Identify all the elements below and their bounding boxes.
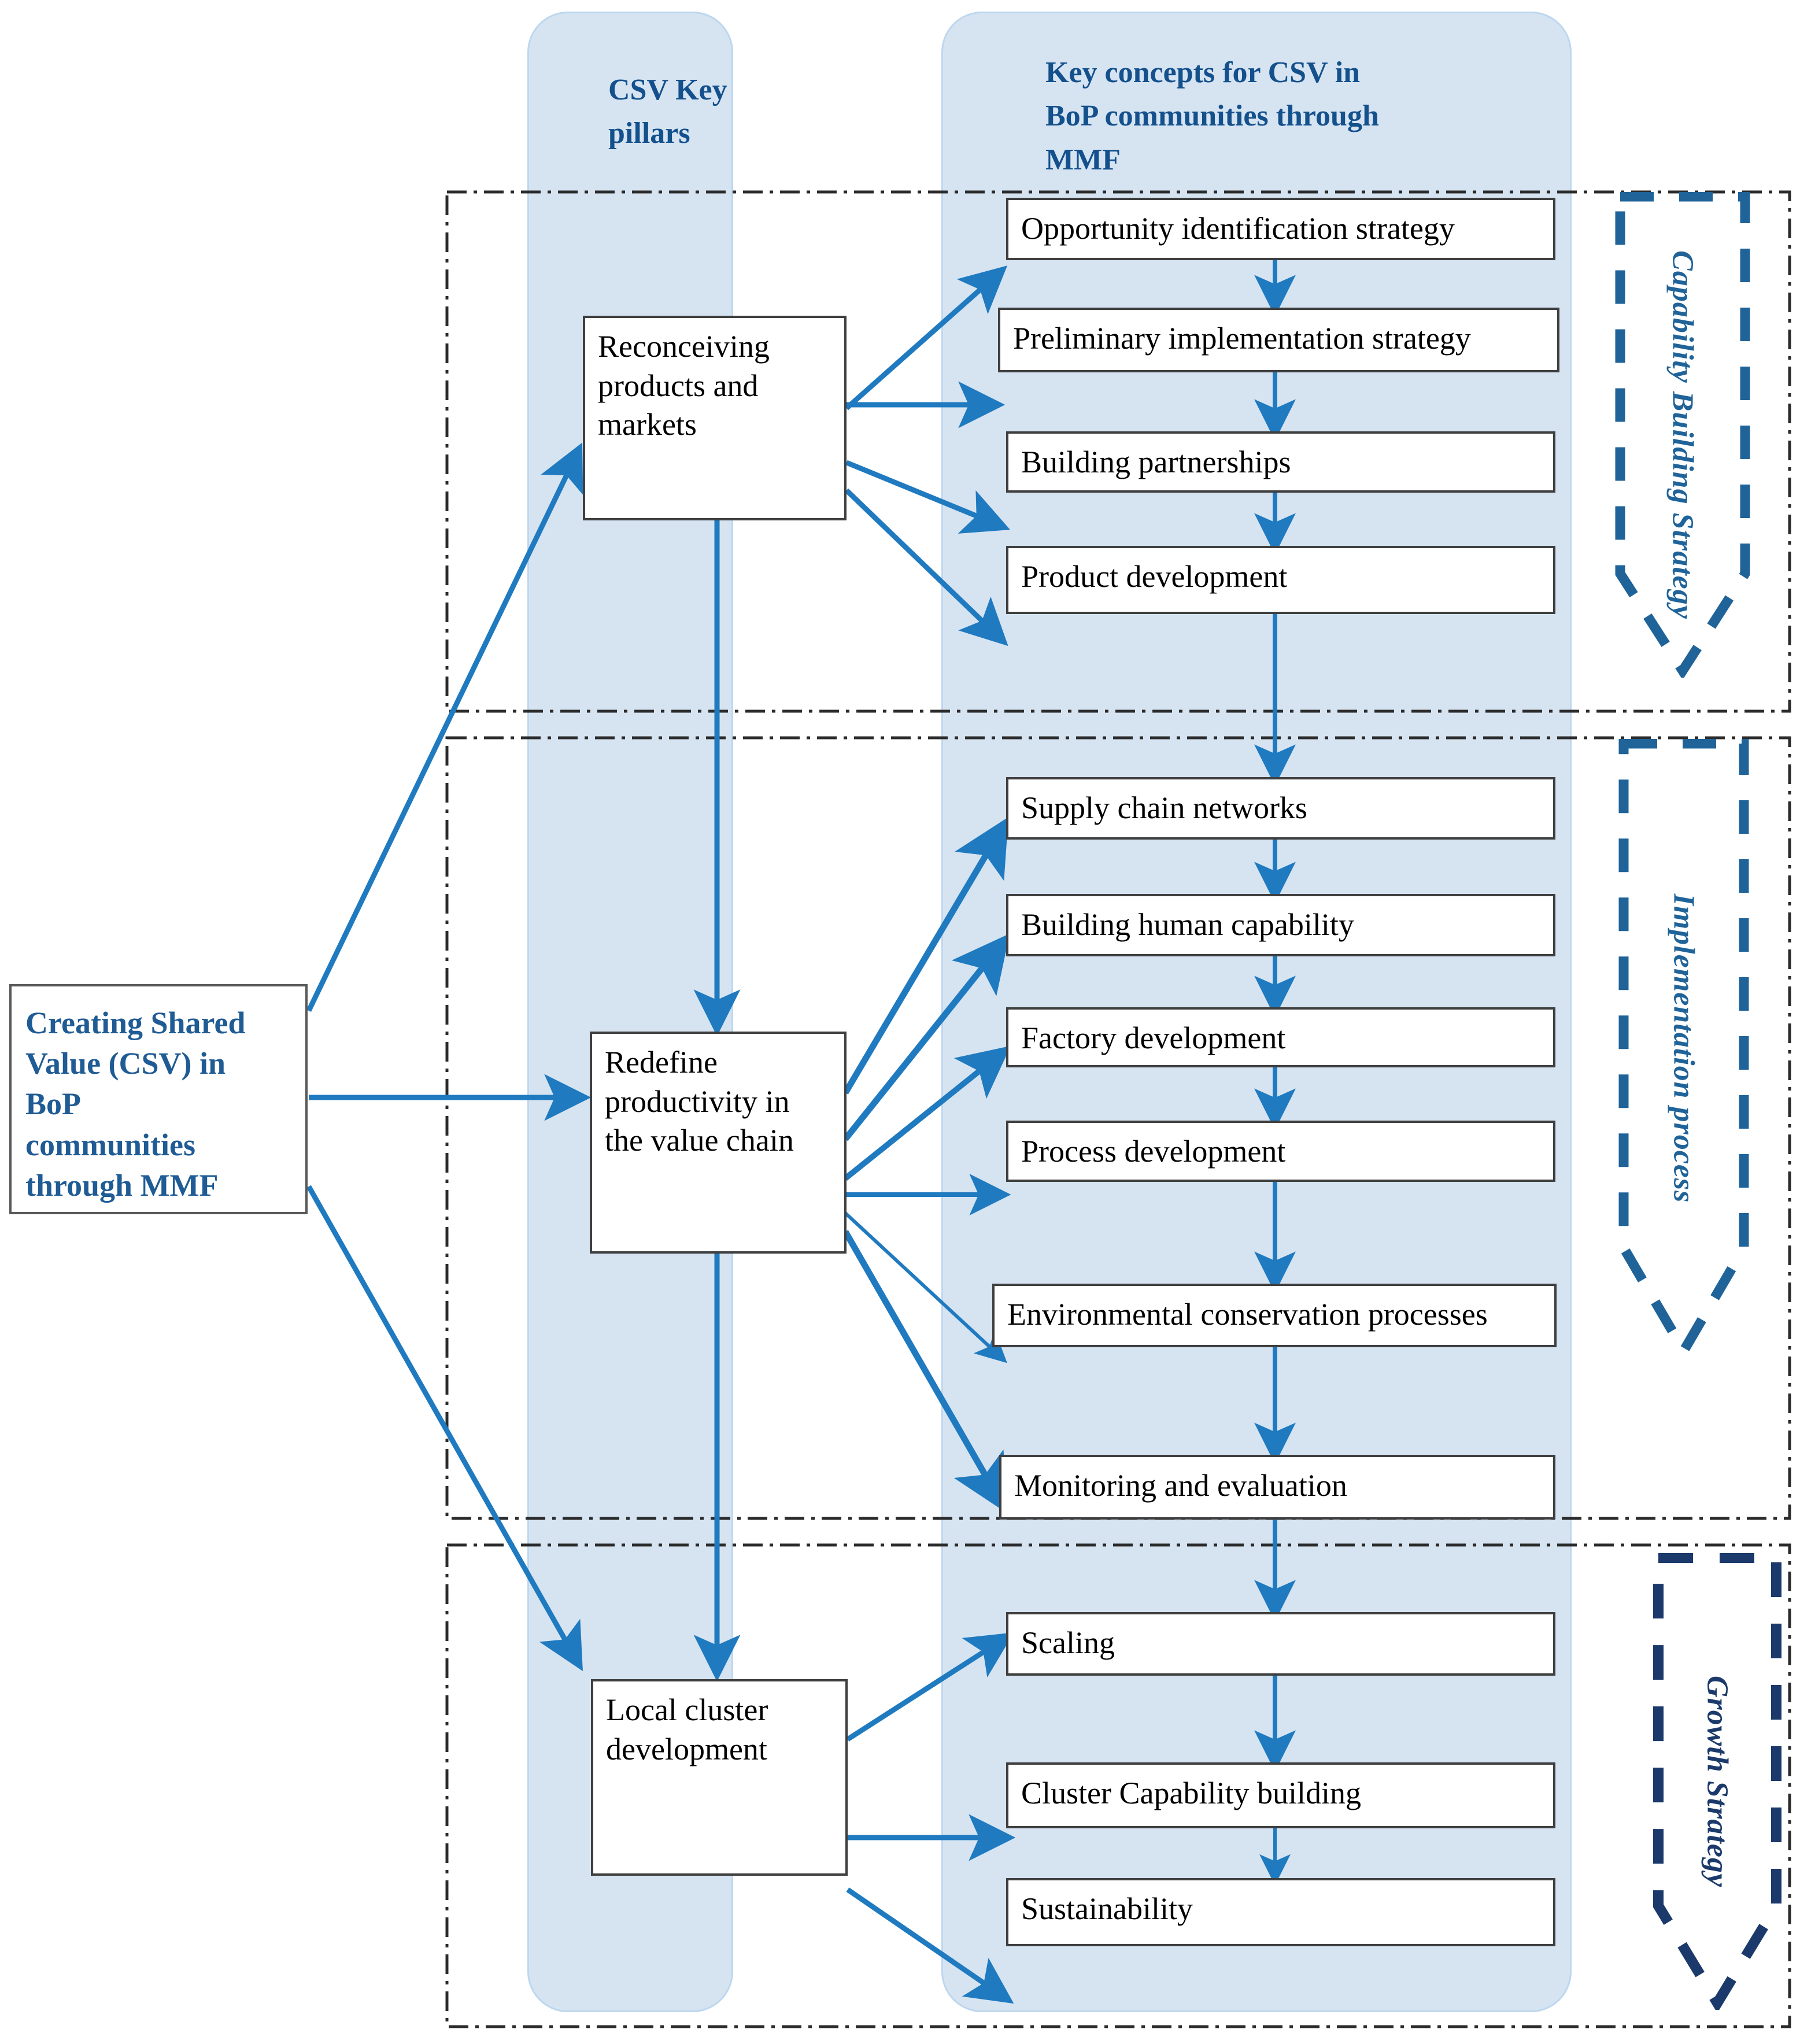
capability-strategy-arrow-shape bbox=[1615, 191, 1750, 680]
pillar-label-redefine: Redefine productivity in the value chain bbox=[605, 1045, 794, 1158]
concept-label: Factory development bbox=[1021, 1021, 1286, 1055]
concept-label: Opportunity identification strategy bbox=[1021, 211, 1455, 246]
concept-node-sustainability[interactable]: Sustainability bbox=[1006, 1878, 1555, 1946]
root-line-5: through MMF bbox=[25, 1167, 219, 1203]
root-node[interactable]: Creating Shared Value (CSV) in BoP commu… bbox=[9, 984, 308, 1214]
pillar-node-cluster[interactable]: Local cluster development bbox=[591, 1679, 848, 1876]
concept-node-monitoring-and-evaluation[interactable]: Monitoring and evaluation bbox=[999, 1455, 1555, 1520]
pillar-label-cluster: Local cluster development bbox=[606, 1692, 768, 1766]
implementation-strategy-arrow-shape bbox=[1618, 738, 1749, 1361]
concept-node-factory-development[interactable]: Factory development bbox=[1006, 1007, 1555, 1067]
root-line-2: Value (CSV) in bbox=[25, 1046, 226, 1081]
concept-node-scaling[interactable]: Scaling bbox=[1006, 1612, 1555, 1676]
root-line-4: communities bbox=[25, 1127, 195, 1162]
pillar-node-reconceiving[interactable]: Reconceiving products and markets bbox=[583, 316, 847, 520]
pillars-column-header: CSV Key pillars bbox=[608, 68, 782, 156]
concept-node-environmental-conservation-processes[interactable]: Environmental conservation processes bbox=[992, 1284, 1557, 1347]
pillars-header-line2: pillars bbox=[608, 117, 690, 150]
strategy-banner-implementation: Implementation process bbox=[1617, 738, 1751, 1361]
concept-label: Preliminary implementation strategy bbox=[1013, 321, 1471, 356]
concept-node-building-human-capability[interactable]: Building human capability bbox=[1006, 894, 1555, 956]
pillars-header-line1: CSV Key bbox=[608, 73, 727, 106]
concept-node-supply-chain-networks[interactable]: Supply chain networks bbox=[1006, 777, 1555, 840]
concept-node-opportunity-identification-strategy[interactable]: Opportunity identification strategy bbox=[1006, 198, 1555, 260]
concept-node-preliminary-implementation-strategy[interactable]: Preliminary implementation strategy bbox=[998, 308, 1559, 372]
concept-label: Building human capability bbox=[1021, 907, 1354, 942]
root-line-3: BoP bbox=[25, 1086, 82, 1122]
implementation-strategy-label: Implementation process bbox=[1667, 893, 1701, 1203]
concept-label: Process development bbox=[1021, 1134, 1286, 1169]
concept-label: Sustainability bbox=[1021, 1891, 1193, 1926]
concept-node-building-partnerships[interactable]: Building partnerships bbox=[1006, 431, 1555, 493]
growth-strategy-arrow-shape bbox=[1653, 1553, 1781, 2013]
pillar-label-reconceiving: Reconceiving products and markets bbox=[598, 329, 770, 442]
concept-node-cluster-capability-building[interactable]: Cluster Capability building bbox=[1006, 1762, 1555, 1828]
concepts-header-line1: Key concepts for CSV in bbox=[1045, 56, 1361, 89]
concept-node-process-development[interactable]: Process development bbox=[1006, 1121, 1555, 1182]
capability-strategy-label: Capability Building Strategy bbox=[1666, 250, 1699, 619]
concept-label: Scaling bbox=[1021, 1625, 1115, 1660]
concept-label: Environmental conservation processes bbox=[1007, 1297, 1488, 1332]
concepts-column-header: Key concepts for CSV in BoP communities … bbox=[1045, 51, 1566, 182]
concepts-header-line2: BoP communities through bbox=[1045, 99, 1379, 133]
root-line-1: Creating Shared bbox=[25, 1006, 246, 1040]
concept-node-product-development[interactable]: Product development bbox=[1006, 546, 1555, 614]
pillar-node-redefine[interactable]: Redefine productivity in the value chain bbox=[590, 1032, 847, 1254]
growth-strategy-label: Growth Strategy bbox=[1701, 1675, 1734, 1888]
concept-label: Building partnerships bbox=[1021, 445, 1291, 479]
concepts-header-line3: MMF bbox=[1045, 143, 1121, 176]
concept-label: Supply chain networks bbox=[1021, 790, 1307, 825]
concept-label: Cluster Capability building bbox=[1021, 1776, 1361, 1810]
concept-label: Product development bbox=[1021, 559, 1288, 594]
concept-label: Monitoring and evaluation bbox=[1014, 1468, 1347, 1503]
strategy-banner-capability-building: Capability Building Strategy bbox=[1613, 191, 1752, 680]
strategy-banner-growth: Growth Strategy bbox=[1651, 1553, 1783, 2013]
